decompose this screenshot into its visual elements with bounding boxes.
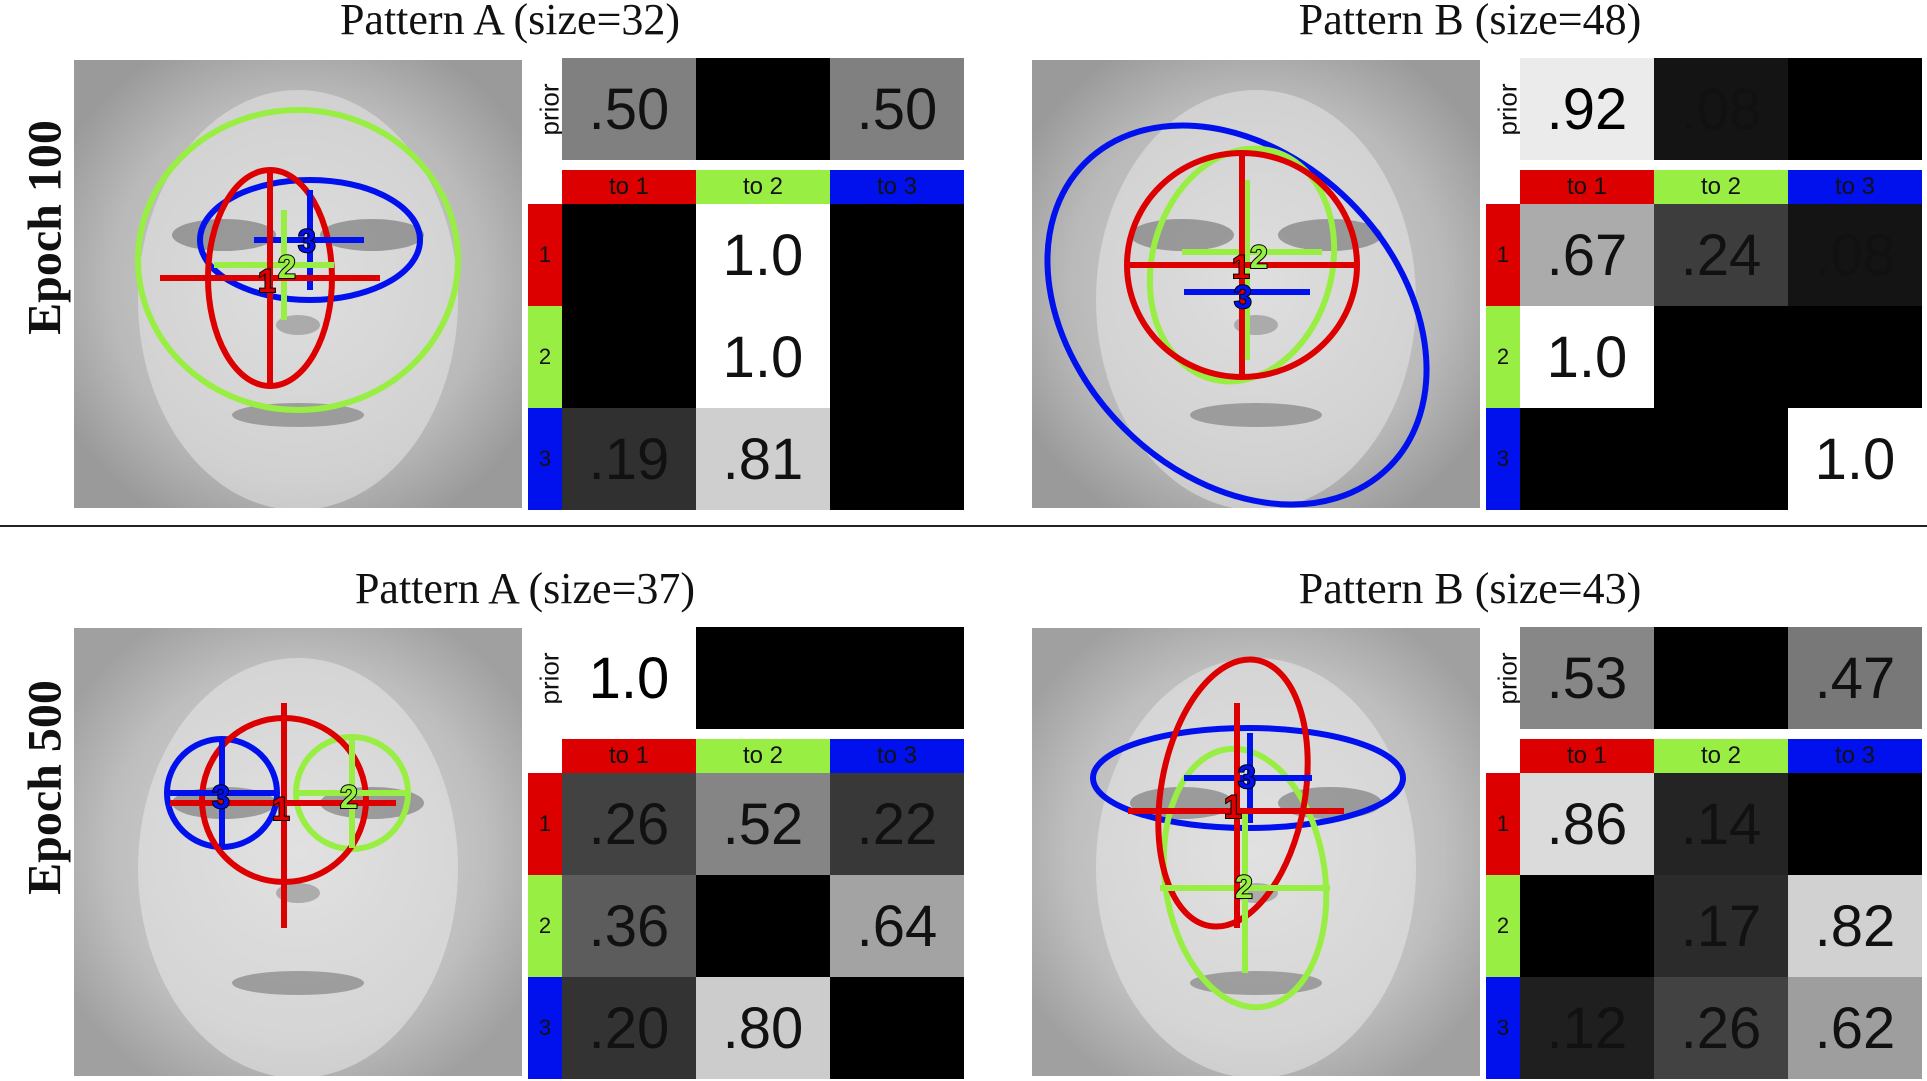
column-header-to-1: to 1 [1520, 739, 1654, 773]
transition-cell-2-3: .82 [1788, 875, 1922, 977]
state-3-marker: 3 [1238, 759, 1256, 795]
column-header-to-2: to 2 [1654, 739, 1788, 773]
row-tag-2: 2 [528, 306, 562, 408]
transition-cell-1-3: .22 [830, 773, 964, 875]
transition-cell-2-2: .17 [1654, 875, 1788, 977]
panel-title-a-epoch100: Pattern A (size=32) [339, 0, 681, 44]
row-tag-1: 1 [1486, 773, 1520, 875]
panel-title-a-epoch500: Pattern A (size=37) [354, 564, 696, 613]
transition-cell-2-3 [1788, 306, 1922, 408]
transition-cell-2-1 [1520, 875, 1654, 977]
transition-cell-3-3: 1.0 [1788, 408, 1922, 510]
transition-cell-3-1 [1520, 408, 1654, 510]
transition-cell-1-2: .24 [1654, 204, 1788, 306]
transition-cell-3-2 [1654, 408, 1788, 510]
transition-cell-3-2: .26 [1654, 977, 1788, 1079]
state-1-marker: 1 [1224, 789, 1242, 825]
column-header-to-2: to 2 [696, 170, 830, 204]
state-3-marker: 3 [1234, 279, 1252, 315]
transition-cell-1-1: .86 [1520, 773, 1654, 875]
transition-cell-3-2: .80 [696, 977, 830, 1079]
row-tag-1: 1 [528, 204, 562, 306]
transition-cell-1-1 [562, 204, 696, 306]
transition-cell-2-3 [830, 306, 964, 408]
row-label-epoch-500: Epoch 500 [18, 680, 72, 895]
transition-cell-2-2 [696, 875, 830, 977]
transition-cell-2-1 [562, 306, 696, 408]
transition-cell-3-1: .20 [562, 977, 696, 1079]
transition-cell-1-3: .08 [1788, 204, 1922, 306]
transition-cell-3-3: .62 [1788, 977, 1922, 1079]
prior-label: prior [1492, 652, 1523, 705]
row-divider [0, 525, 1927, 527]
transition-cell-1-2: .52 [696, 773, 830, 875]
prior-cell-1: .50 [562, 58, 696, 160]
prior-cell-1: .92 [1520, 58, 1654, 160]
transition-cell-3-2: .81 [696, 408, 830, 510]
column-header-to-1: to 1 [1520, 170, 1654, 204]
row-tag-3: 3 [528, 408, 562, 510]
state-3-marker: 3 [298, 223, 316, 259]
transition-cell-1-1: .26 [562, 773, 696, 875]
prior-cell-3 [830, 627, 964, 729]
row-tag-2: 2 [1486, 306, 1520, 408]
transition-cell-3-1: .12 [1520, 977, 1654, 1079]
state-2-marker: 2 [1250, 239, 1268, 275]
transition-cell-1-2: 1.0 [696, 204, 830, 306]
column-header-to-1: to 1 [562, 170, 696, 204]
face-image-a-epoch500: 3 2 1 [74, 628, 522, 1076]
row-tag-2: 2 [528, 875, 562, 977]
transition-cell-1-2: .14 [1654, 773, 1788, 875]
row-tag-3: 3 [528, 977, 562, 1079]
transition-cell-2-1: .36 [562, 875, 696, 977]
column-header-to-3: to 3 [830, 739, 964, 773]
column-header-to-1: to 1 [562, 739, 696, 773]
face-image-b-epoch500: 3 2 1 [1032, 628, 1480, 1076]
column-header-to-3: to 3 [830, 170, 964, 204]
column-header-to-2: to 2 [696, 739, 830, 773]
state-2-marker: 2 [340, 779, 358, 815]
prior-cell-2 [696, 58, 830, 160]
state-3-marker: 3 [212, 779, 230, 815]
prior-cell-3 [1788, 58, 1922, 160]
panel-title-b-epoch500: Pattern B (size=43) [1298, 564, 1642, 613]
column-header-to-3: to 3 [1788, 170, 1922, 204]
transition-cell-2-2: 1.0 [696, 306, 830, 408]
transition-cell-3-1: .19 [562, 408, 696, 510]
prior-label: prior [534, 83, 565, 136]
transition-cell-2-1: 1.0 [1520, 306, 1654, 408]
row-label-epoch-100: Epoch 100 [18, 120, 72, 335]
column-header-to-2: to 2 [1654, 170, 1788, 204]
transition-cell-2-2 [1654, 306, 1788, 408]
row-tag-2: 2 [1486, 875, 1520, 977]
row-tag-3: 3 [1486, 977, 1520, 1079]
prior-label: prior [1492, 83, 1523, 136]
column-header-to-3: to 3 [1788, 739, 1922, 773]
prior-cell-2 [1654, 627, 1788, 729]
prior-cell-3: .47 [1788, 627, 1922, 729]
prior-cell-1: .53 [1520, 627, 1654, 729]
prior-cell-1: 1.0 [562, 627, 696, 729]
transition-cell-3-3 [830, 408, 964, 510]
transition-cell-3-3 [830, 977, 964, 1079]
transition-cell-1-3 [1788, 773, 1922, 875]
state-1-marker: 1 [1232, 249, 1250, 285]
state-2-marker: 2 [278, 249, 296, 285]
row-tag-1: 1 [1486, 204, 1520, 306]
state-2-marker: 2 [1235, 869, 1253, 905]
prior-cell-2: .08 [1654, 58, 1788, 160]
face-image-a-epoch100: 3 2 1 [74, 60, 522, 508]
row-tag-3: 3 [1486, 408, 1520, 510]
row-tag-1: 1 [528, 773, 562, 875]
state-1-marker: 1 [272, 791, 290, 827]
transition-cell-1-1: .67 [1520, 204, 1654, 306]
face-image-b-epoch100: 3 2 1 [1032, 60, 1480, 508]
prior-cell-3: .50 [830, 58, 964, 160]
panel-title-b-epoch100: Pattern B (size=48) [1298, 0, 1642, 44]
prior-label: prior [534, 652, 565, 705]
transition-cell-2-3: .64 [830, 875, 964, 977]
transition-cell-1-3 [830, 204, 964, 306]
prior-cell-2 [696, 627, 830, 729]
state-1-marker: 1 [258, 263, 276, 299]
